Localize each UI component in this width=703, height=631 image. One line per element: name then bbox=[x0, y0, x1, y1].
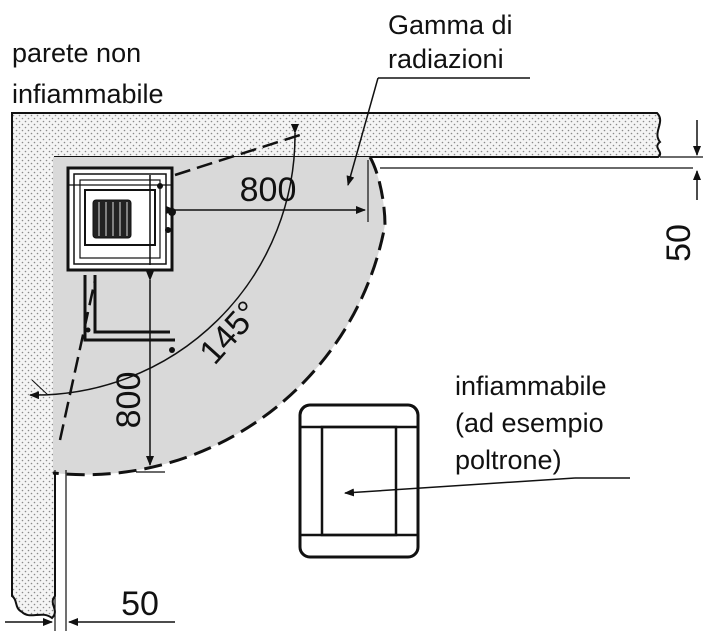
non-combustible-wall bbox=[11, 112, 662, 620]
radiation-range-label-2: radiazioni bbox=[388, 44, 504, 74]
dim-right-label: 50 bbox=[660, 224, 698, 262]
radiation-zone-boundary bbox=[52, 156, 387, 477]
dim-horizontal-label: 800 bbox=[240, 171, 297, 209]
dimension-right-50 bbox=[380, 120, 703, 200]
radiation-range-label-1: Gamma di bbox=[388, 10, 513, 40]
dim-bottom-label: 50 bbox=[121, 585, 159, 623]
dim-vertical-label: 800 bbox=[110, 372, 148, 429]
non-combustible-wall-label-2: infiammabile bbox=[12, 79, 164, 109]
angle-arc bbox=[29, 123, 299, 400]
dimension-bottom-50 bbox=[5, 470, 175, 631]
combustible-label-3: poltrone) bbox=[455, 445, 562, 475]
combustible-label-2: (ad esempio bbox=[455, 408, 604, 438]
armchair bbox=[298, 403, 420, 559]
stove bbox=[66, 166, 176, 272]
combustible-label-1: infiammabile bbox=[455, 371, 607, 401]
non-combustible-wall-label-1: parete non bbox=[12, 38, 141, 68]
